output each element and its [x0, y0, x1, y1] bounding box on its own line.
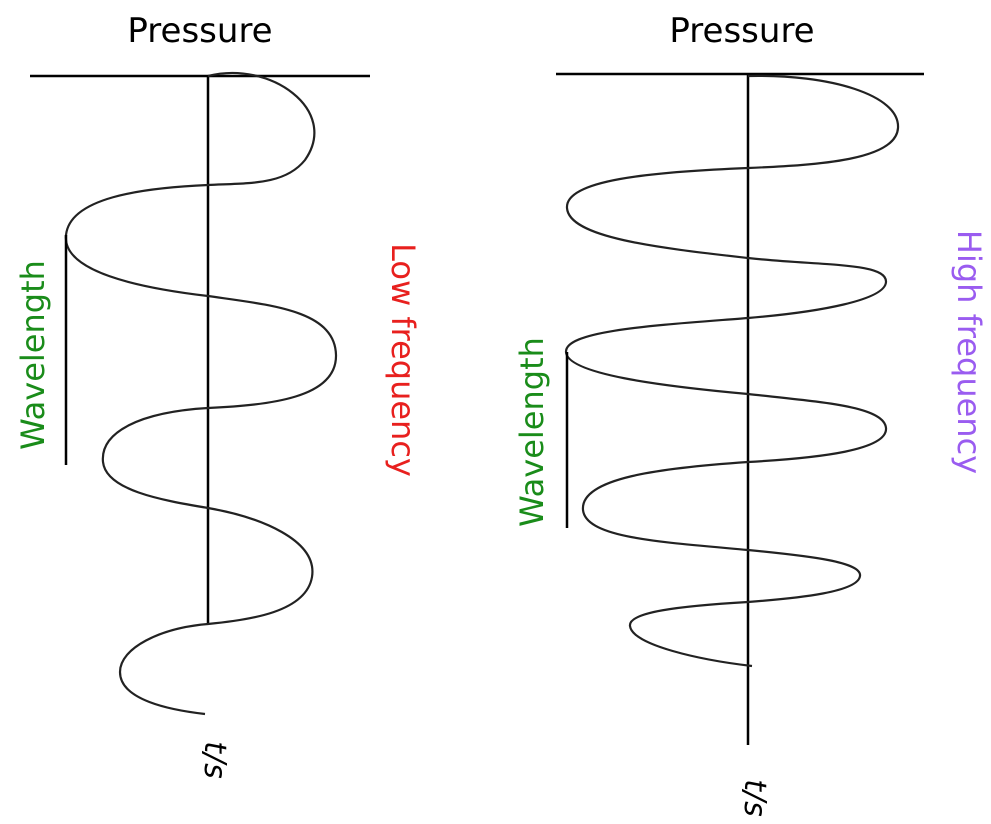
low-frequency-wave [64, 71, 338, 716]
panel-title: Pressure [669, 11, 814, 51]
wavelength-label: Wavelength [513, 337, 551, 527]
time-axis-label: t/s [197, 741, 232, 779]
high-frequency-wave [564, 74, 900, 668]
frequency-label: Low frequency [384, 243, 422, 477]
panel-high-frequency: Pressure Wavelength High frequency t/s [513, 11, 988, 817]
frequency-label: High frequency [950, 230, 988, 474]
wavelength-label: Wavelength [14, 260, 52, 450]
panel-title: Pressure [127, 11, 272, 51]
time-axis-label: t/s [737, 779, 772, 817]
panel-low-frequency: Pressure Wavelength Low frequency t/s [14, 11, 422, 779]
